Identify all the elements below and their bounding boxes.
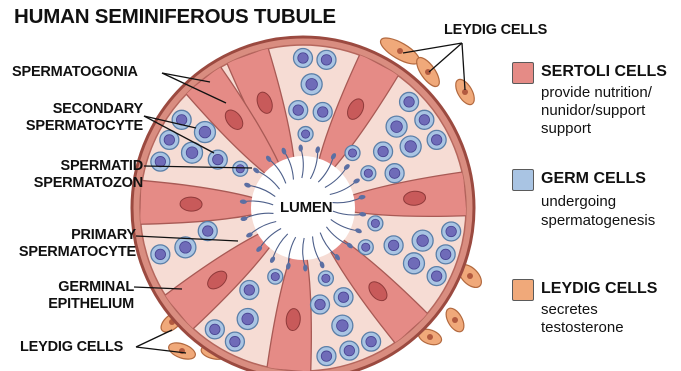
germ-cell-nucleus: [180, 242, 192, 254]
germ-cell-nucleus: [391, 121, 403, 133]
legend-desc-germ-1: undergoing: [541, 193, 616, 210]
leydig-nucleus: [467, 273, 473, 279]
diagram-title: HUMAN SEMINIFEROUS TUBULE: [14, 5, 336, 29]
germ-cell-nucleus: [348, 149, 356, 157]
germ-cell-nucleus: [203, 226, 213, 236]
legend-desc-leydig-1: secretes: [541, 301, 598, 318]
label-spermatogonia: SPERMATOGONIA: [12, 64, 138, 81]
germ-cell-nucleus: [155, 249, 165, 259]
legend-desc-sertoli-1: provide nutrition/: [541, 84, 652, 101]
leydig-nucleus: [397, 48, 403, 54]
germ-cell-nucleus: [210, 324, 220, 334]
germ-cell-nucleus: [321, 351, 331, 361]
germ-cell-nucleus: [364, 169, 372, 177]
germ-cell-nucleus: [338, 292, 348, 302]
germ-cell-nucleus: [431, 271, 441, 281]
label-leydig-bottom: LEYDIG CELLS: [20, 339, 123, 356]
legend-desc-sertoli-2: nunidor/support: [541, 102, 645, 119]
germ-cell-nucleus: [389, 168, 399, 178]
label-primary-line1: PRIMARY: [15, 227, 136, 244]
germ-cell-nucleus: [186, 147, 198, 159]
germ-cell-nucleus: [405, 141, 417, 153]
label-primary-line2: SPERMATOCYTE: [15, 244, 136, 261]
germ-cell-nucleus: [378, 146, 388, 156]
germ-cell-nucleus: [271, 272, 279, 280]
leydig-nucleus: [427, 334, 433, 340]
germ-cell-nucleus: [431, 135, 441, 145]
germ-cell-nucleus: [230, 336, 240, 346]
germ-cell-nucleus: [440, 249, 450, 259]
leydig-nucleus: [425, 69, 431, 75]
leader-line: [136, 330, 172, 347]
germ-cell-nucleus: [371, 219, 379, 227]
legend-title-germ: GERM CELLS: [541, 169, 646, 188]
germ-cell-nucleus: [306, 79, 318, 91]
germ-cell-nucleus: [293, 105, 303, 115]
legend-title-leydig: LEYDIG CELLS: [541, 279, 657, 298]
germ-cell-nucleus: [337, 320, 349, 332]
germ-cell-nucleus: [242, 313, 254, 325]
germ-cell-nucleus: [322, 274, 330, 282]
legend-desc-sertoli-3: support: [541, 120, 591, 137]
label-secondary-spermatocyte: SECONDARY SPERMATOCYTE: [15, 101, 143, 135]
germ-cell-nucleus: [213, 154, 223, 164]
germ-cell-nucleus: [362, 243, 370, 251]
legend-swatch-leydig: [512, 279, 534, 301]
germ-cell-nucleus: [236, 165, 244, 173]
label-germinal-line2: EPITHELIUM: [15, 296, 134, 313]
label-spermatid-line1: SPERMATID: [15, 158, 143, 175]
germ-cell-nucleus: [408, 258, 420, 270]
germ-cell-nucleus: [164, 135, 174, 145]
germ-cell-nucleus: [298, 53, 308, 63]
label-leydig-top: LEYDIG CELLS: [444, 22, 547, 39]
label-germinal-line1: GERMINAL: [15, 279, 134, 296]
label-germinal-epithelium: GERMINAL EPITHELIUM: [15, 279, 134, 313]
germ-cell-nucleus: [301, 130, 309, 138]
label-primary-spermatocyte: PRIMARY SPERMATOCYTE: [15, 227, 136, 261]
germ-cell-nucleus: [388, 240, 398, 250]
germ-cell-nucleus: [321, 55, 331, 65]
label-secondary-line1: SECONDARY: [15, 101, 143, 118]
germ-cell-nucleus: [417, 235, 429, 247]
leydig-nucleus: [452, 317, 458, 323]
germ-cell-nucleus: [344, 345, 354, 355]
legend-swatch-germ: [512, 169, 534, 191]
germ-cell-nucleus: [419, 115, 429, 125]
label-lumen: LUMEN: [280, 199, 332, 216]
legend-desc-germ-2: spermatogenesis: [541, 212, 655, 229]
label-spermatid: SPERMATID SPERMATOZON: [15, 158, 143, 192]
legend-title-sertoli: SERTOLI CELLS: [541, 62, 667, 81]
germ-cell-nucleus: [317, 107, 327, 117]
label-secondary-line2: SPERMATOCYTE: [15, 118, 143, 135]
germ-cell-nucleus: [446, 226, 456, 236]
sertoli-nucleus: [180, 197, 202, 212]
germ-cell-nucleus: [366, 336, 376, 346]
label-spermatid-line2: SPERMATOZON: [15, 175, 143, 192]
germ-cell-nucleus: [315, 299, 325, 309]
germ-cell-nucleus: [155, 156, 165, 166]
legend-swatch-sertoli: [512, 62, 534, 84]
germ-cell-nucleus: [199, 126, 211, 138]
germ-cell-nucleus: [404, 97, 414, 107]
legend-desc-leydig-2: testosterone: [541, 319, 624, 336]
germ-cell-nucleus: [244, 285, 254, 295]
